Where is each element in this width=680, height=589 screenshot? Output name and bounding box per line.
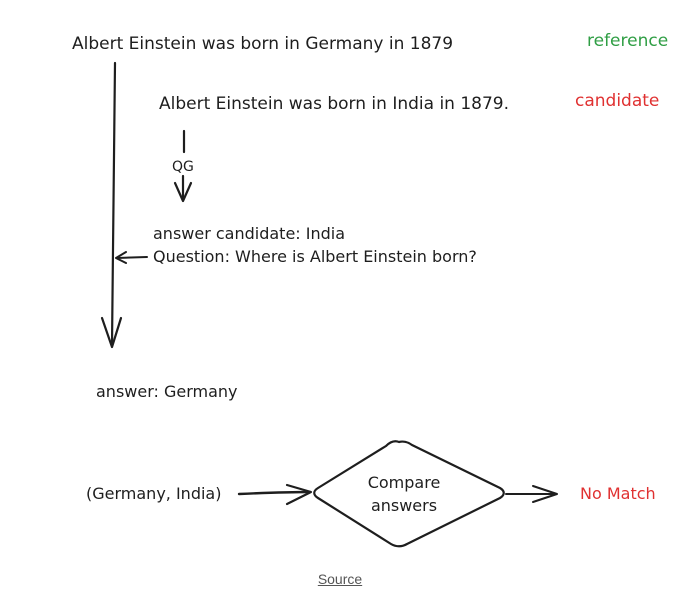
main-vertical-arrowhead: [100, 316, 123, 349]
candidate-sentence: Albert Einstein was born in India in 187…: [159, 94, 510, 114]
question-arrowhead: [115, 251, 127, 264]
candidate-label: candidate: [575, 91, 660, 111]
qg-arrowhead: [173, 181, 193, 203]
answer-candidate: answer candidate: India: [153, 224, 346, 243]
compare-diamond: [313, 440, 505, 548]
compare-label-line1: Compare: [367, 473, 441, 492]
qg-label: QG: [172, 159, 194, 175]
answer-pair: (Germany, India): [86, 484, 222, 503]
result-no-match: No Match: [580, 484, 656, 503]
reference-sentence: Albert Einstein was born in Germany in 1…: [72, 34, 454, 54]
reference-label: reference: [587, 31, 669, 51]
pair-arrowhead: [285, 483, 313, 506]
pair-arrow: [237, 490, 312, 496]
answer-text: answer: Germany: [96, 382, 238, 401]
question-arrow: [116, 256, 148, 259]
compare-label-line2: answers: [370, 496, 438, 515]
question-text: Question: Where is Albert Einstein born?: [153, 247, 477, 266]
result-arrowhead: [532, 485, 558, 503]
main-vertical-arrow: [110, 61, 117, 347]
source-link[interactable]: Source: [317, 571, 363, 587]
